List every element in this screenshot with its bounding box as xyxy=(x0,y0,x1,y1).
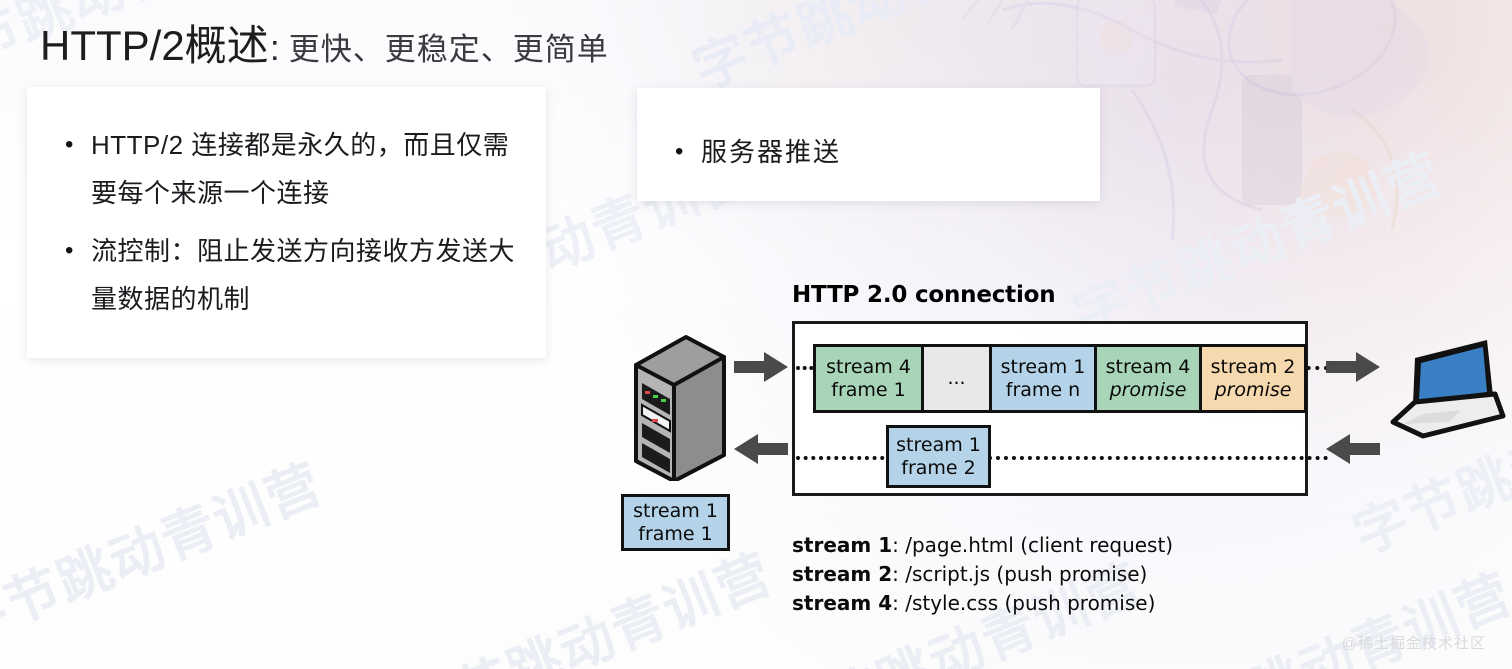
arrow-right-server-icon xyxy=(734,352,788,382)
frame-line-2: promise xyxy=(1109,378,1187,401)
frame-line-1: stream 4 xyxy=(1105,355,1191,378)
legend-sep: : xyxy=(892,533,899,557)
http2-connection-diagram: HTTP 2.0 connection xyxy=(600,276,1512,636)
frame-line-2: frame 1 xyxy=(638,522,713,545)
dotted-line-response-left xyxy=(796,456,892,460)
title-subtitle-text: 更快、更稳定、更简单 xyxy=(288,32,609,67)
bullet-text: 服务器推送 xyxy=(701,137,842,167)
frame-box: stream 4 promise xyxy=(1094,347,1199,410)
footer-watermark: @稀土掘金技术社区 xyxy=(1341,635,1486,652)
legend-sep: : xyxy=(892,591,899,615)
frame-line-2: promise xyxy=(1214,378,1292,401)
arrow-left-server-icon xyxy=(734,434,788,464)
laptop-icon xyxy=(1390,340,1506,439)
legend-note: (client request) xyxy=(1020,533,1174,557)
page-title: HTTP/2概述 : 更快、更稳定、更简单 xyxy=(40,12,609,73)
legend-stream: stream 4 xyxy=(792,591,893,615)
title-colon: : xyxy=(269,27,280,68)
legend-path: /style.css xyxy=(905,591,999,615)
list-item: • HTTP/2 连接都是永久的，而且仅需要每个来源一个连接 xyxy=(53,121,520,217)
watermark-text: 字节跳动青训营 xyxy=(0,451,332,657)
right-bullet-list: • 服务器推送 xyxy=(637,88,1100,176)
frame-line-2: frame 2 xyxy=(901,456,976,479)
frame-box: stream 1 frame n xyxy=(989,347,1094,410)
legend-stream: stream 1 xyxy=(792,533,893,557)
legend-path: /script.js xyxy=(905,562,991,586)
frame-box: stream 4 frame 1 xyxy=(816,347,921,410)
stream-legend: stream 1: /page.html (client request) st… xyxy=(792,531,1173,618)
legend-row: stream 1: /page.html (client request) xyxy=(792,531,1173,560)
arrow-right-client-icon xyxy=(1326,352,1380,382)
frame-box: stream 2 promise xyxy=(1199,347,1304,410)
frame-line-1: stream 4 xyxy=(826,355,911,378)
legend-stream: stream 2 xyxy=(792,562,893,586)
server-frame-box: stream 1 frame 1 xyxy=(621,494,730,551)
bullet-text: HTTP/2 连接都是永久的，而且仅需要每个来源一个连接 xyxy=(91,130,510,208)
bullet-marker: • xyxy=(65,131,74,158)
bullet-marker: • xyxy=(675,138,684,165)
frame-box-ellipsis: ... xyxy=(921,347,989,410)
arrow-left-client-icon xyxy=(1326,434,1380,464)
list-item: • 流控制：阻止发送方向接收方发送大量数据的机制 xyxy=(53,227,520,323)
bullet-text: 流控制：阻止发送方向接收方发送大量数据的机制 xyxy=(91,236,516,314)
diagram-title: HTTP 2.0 connection xyxy=(792,282,1056,308)
frame-line-2: frame 1 xyxy=(831,378,906,401)
title-main-text: HTTP/2概述 xyxy=(40,22,269,69)
left-content-card: • HTTP/2 连接都是永久的，而且仅需要每个来源一个连接 • 流控制：阻止发… xyxy=(27,87,546,358)
server-icon xyxy=(634,335,726,481)
frame-strip: stream 4 frame 1 ... stream 1 frame n st… xyxy=(813,344,1307,413)
frame-line-2: ... xyxy=(947,367,966,389)
legend-row: stream 4: /style.css (push promise) xyxy=(792,589,1173,618)
frame-line-1: stream 1 xyxy=(896,433,981,456)
response-frame-box: stream 1 frame 2 xyxy=(886,425,991,488)
legend-note: (push promise) xyxy=(1004,591,1156,615)
legend-note: (push promise) xyxy=(996,562,1148,586)
left-bullet-list: • HTTP/2 连接都是永久的，而且仅需要每个来源一个连接 • 流控制：阻止发… xyxy=(27,87,546,323)
frame-line-2: frame n xyxy=(1005,378,1081,401)
list-item: • 服务器推送 xyxy=(663,128,1074,176)
right-content-card: • 服务器推送 xyxy=(637,88,1100,201)
frame-line-1: stream 1 xyxy=(1000,355,1086,378)
legend-row: stream 2: /script.js (push promise) xyxy=(792,560,1173,589)
dotted-line-response-right xyxy=(988,456,1328,460)
frame-line-1: stream 1 xyxy=(633,499,718,522)
legend-sep: : xyxy=(892,562,899,586)
legend-path: /page.html xyxy=(905,533,1014,557)
frame-line-1: stream 2 xyxy=(1210,355,1296,378)
bullet-marker: • xyxy=(65,237,74,264)
